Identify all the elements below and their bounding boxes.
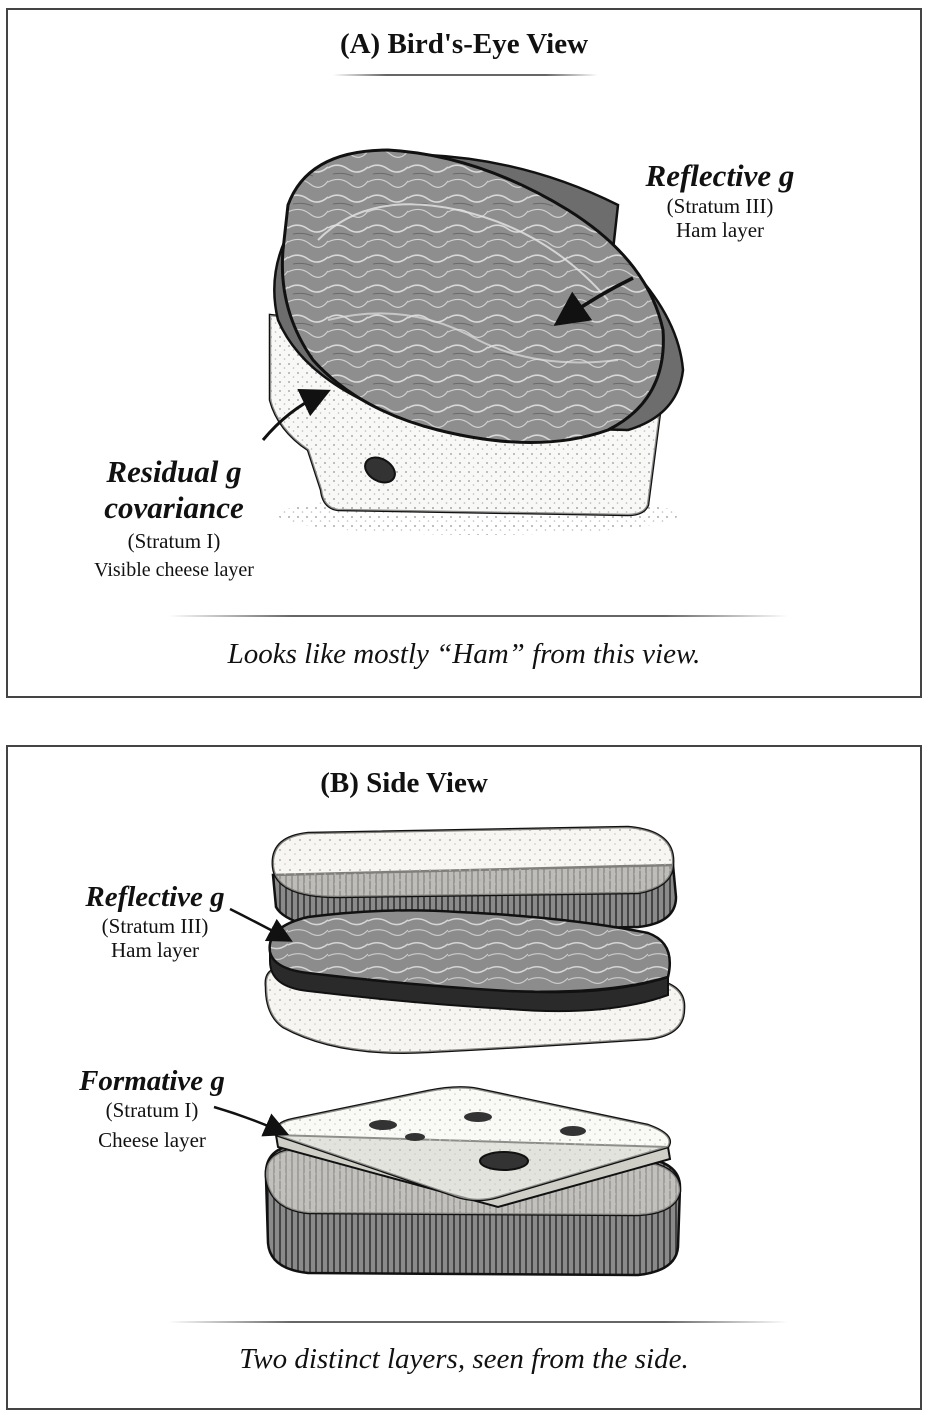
- cheese-hole-2: [464, 1112, 492, 1122]
- panel-b-title: (B) Side View: [320, 767, 488, 799]
- label-reflective-g-a: Reflective g (Stratum III) Ham layer: [620, 158, 820, 242]
- formative-g-layer-b: Cheese layer: [98, 1128, 206, 1153]
- panel-side-view: (B) Side View: [6, 745, 922, 1410]
- cheese-hole-3: [560, 1126, 586, 1136]
- residual-g-layer: Visible cheese layer: [94, 559, 254, 582]
- label-residual-g-a: Residual g covariance (Stratum I) Visibl…: [74, 454, 274, 582]
- birds-eye-illustration: [261, 148, 685, 535]
- panel-a-caption-rule: [168, 615, 788, 617]
- reflective-g-stratum-b: (Stratum III): [101, 914, 209, 939]
- arrow-to-cheese-b: [213, 1105, 290, 1137]
- panel-b-caption-rule: [168, 1321, 788, 1323]
- panel-a-title: (A) Bird's-Eye View: [339, 28, 589, 60]
- residual-g-name-1: Residual g: [106, 454, 242, 489]
- ham-slice: [280, 148, 665, 444]
- arrow-to-ham: [553, 276, 634, 327]
- reflective-g-name-b: Reflective g: [85, 881, 225, 913]
- label-reflective-g-b: Reflective g (Stratum III) Ham layer: [60, 881, 250, 963]
- cheese-hole-5: [479, 1151, 529, 1171]
- formative-g-name-b: Formative g: [79, 1065, 225, 1097]
- arrow-to-ham-b: [229, 907, 293, 942]
- formative-g-stratum-b: (Stratum I): [105, 1098, 199, 1123]
- reflective-g-layer: Ham layer: [675, 217, 765, 242]
- ham-layer: [268, 909, 671, 993]
- label-formative-g-b: Formative g (Stratum I) Cheese layer: [52, 1065, 252, 1153]
- panel-a-caption: Looks like mostly “Ham” from this view.: [227, 638, 701, 670]
- side-view-illustration: [213, 825, 686, 1277]
- reflective-g-layer-b: Ham layer: [110, 938, 200, 963]
- panel-a-title-rule: [333, 74, 598, 76]
- residual-g-stratum: (Stratum I): [127, 529, 221, 554]
- panel-birds-eye-view: (A) Bird's-Eye View: [6, 8, 922, 698]
- reflective-g-name: Reflective g: [645, 158, 795, 193]
- cheese-hole-1: [369, 1120, 397, 1130]
- arrow-to-cheese: [261, 389, 331, 441]
- cheese-hole: [364, 456, 396, 484]
- panel-b-caption: Two distinct layers, seen from the side.: [239, 1343, 689, 1375]
- residual-g-name-2: covariance: [104, 489, 244, 525]
- cheese-hole-4: [405, 1133, 425, 1141]
- reflective-g-stratum: (Stratum III): [666, 193, 774, 218]
